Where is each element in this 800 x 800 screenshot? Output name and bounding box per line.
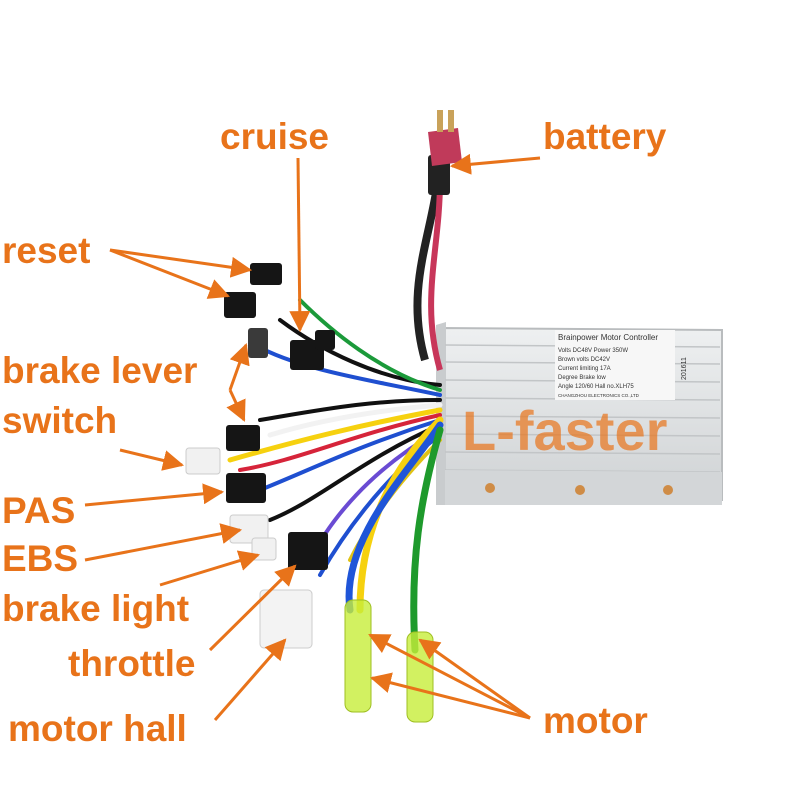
spec-line: Current limiting 17A — [558, 366, 611, 372]
cruise-arrow — [289, 157, 311, 333]
spec-line: Brown volts DC42V — [558, 357, 610, 363]
date-code: 201611 — [681, 357, 688, 380]
mounting-screw — [663, 485, 673, 495]
reset-arrow — [109, 248, 230, 299]
motor-controller-box: Brainpower Motor Controller Volts DC48V … — [436, 322, 723, 505]
motor-hall-connector — [259, 589, 313, 649]
mounting-screw — [575, 485, 585, 495]
brake-lever-arrow — [226, 389, 246, 422]
spec-line: Degree Brake low — [558, 375, 606, 381]
label-motor-hall: motor hall — [8, 708, 187, 749]
mounting-screw — [485, 483, 495, 493]
controller-title: Brainpower Motor Controller — [558, 333, 658, 342]
switch-connector — [185, 447, 221, 475]
label-pas: PAS — [2, 490, 76, 531]
brake-lever-arrow — [228, 343, 250, 391]
signal-wires — [227, 298, 444, 654]
label-switch: switch — [2, 400, 118, 441]
label-reset: reset — [2, 230, 91, 271]
spec-line: Angle 120/60 Hall no.XLH75 — [558, 384, 634, 390]
pas-arrow — [84, 483, 225, 507]
battery-arrow — [449, 153, 541, 175]
label-motor: motor — [543, 700, 648, 741]
ebs-arrow — [84, 523, 243, 562]
reset-arrow — [109, 248, 253, 278]
label-brake-lever: brake lever — [2, 350, 198, 391]
motor-arrow — [368, 633, 531, 720]
watermark: L-faster — [462, 399, 667, 462]
label-ebs: EBS — [2, 538, 79, 579]
pas-connector — [226, 473, 266, 503]
spec-line: Volts DC48V Power 350W — [558, 348, 628, 354]
throttle-connector — [288, 532, 328, 570]
motor-arrow — [418, 638, 531, 720]
cruise-connector — [290, 330, 335, 370]
motor-arrow — [369, 672, 531, 720]
annotation-arrows — [84, 153, 541, 721]
label-battery: battery — [543, 116, 667, 157]
label-throttle: throttle — [68, 643, 196, 684]
label-brake-light: brake light — [2, 588, 190, 629]
reset-connector — [224, 263, 282, 318]
switch-arrow — [119, 448, 185, 471]
motor-hall-arrow — [213, 638, 287, 721]
brake-light-arrow — [159, 550, 261, 587]
label-cruise: cruise — [220, 116, 330, 157]
brake-lever-connector — [226, 328, 268, 451]
maker-line: CHANGZHOU ELECTRONICS CO.,LTD — [558, 393, 640, 398]
battery-cable — [413, 110, 462, 371]
spec-label — [555, 330, 675, 400]
throttle-arrow — [208, 564, 297, 652]
